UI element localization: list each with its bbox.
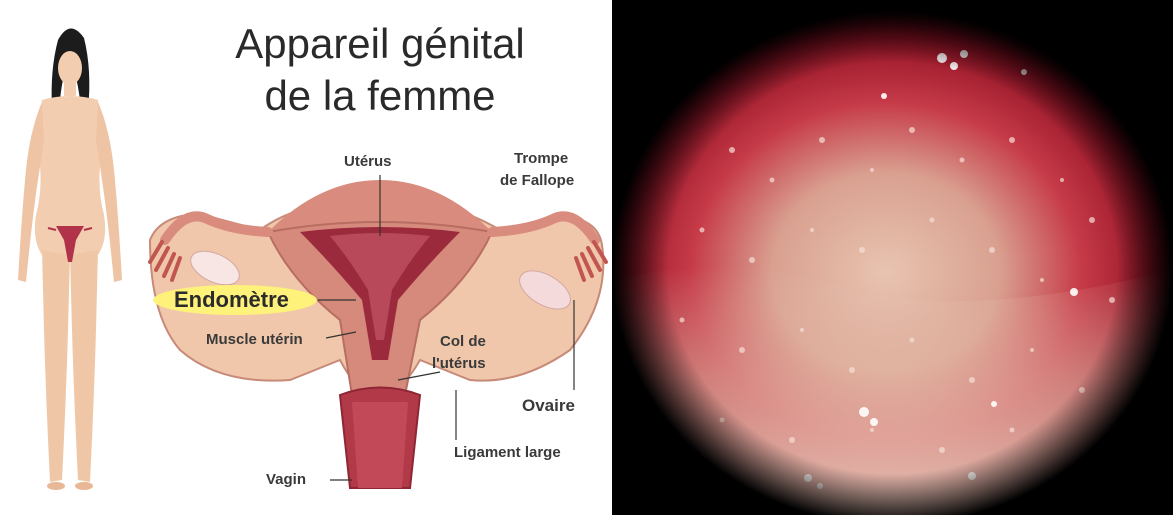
label-muscle-uterin: Muscle utérin: [206, 331, 303, 348]
label-uterus: Utérus: [344, 153, 392, 170]
label-trompe-line2: de Fallope: [500, 172, 574, 189]
label-trompe-line1: Trompe: [514, 150, 568, 167]
uterus-illustration: [0, 0, 612, 515]
label-vagin: Vagin: [266, 471, 306, 488]
endometrium-photo-render: [612, 0, 1173, 515]
label-ligament-large: Ligament large: [454, 444, 561, 461]
label-endometre: Endomètre: [174, 287, 289, 313]
label-col-line1: Col de: [440, 333, 486, 350]
endoscopic-photo: [612, 0, 1173, 515]
label-col-line2: l'utérus: [432, 355, 486, 372]
anatomy-diagram-panel: Appareil génital de la femme: [0, 0, 612, 515]
label-ovaire: Ovaire: [522, 396, 575, 416]
